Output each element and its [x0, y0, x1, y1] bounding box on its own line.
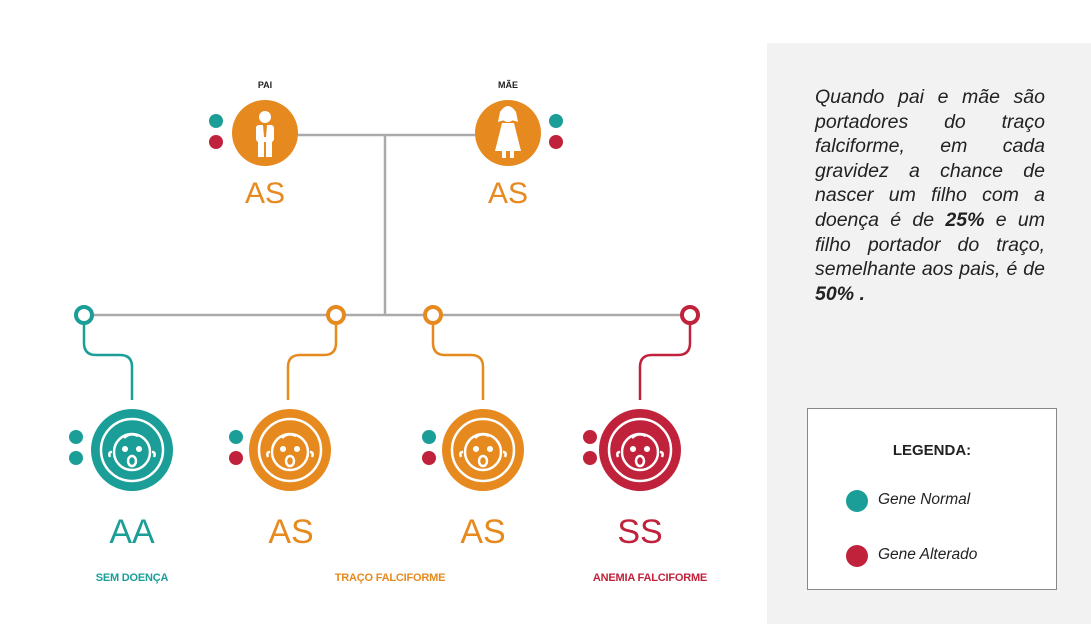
- description-text: Quando pai e mãe são portadores do traço…: [815, 85, 1045, 306]
- father-gene-dot-normal: [209, 114, 223, 128]
- description-part-1: Quando pai e mãe são portadores do traço…: [815, 86, 1045, 231]
- baby-icon: [616, 432, 664, 472]
- child-2-connector: [286, 323, 338, 400]
- child-4-node: [583, 409, 681, 491]
- father-genotype: AS: [244, 177, 286, 210]
- legend-title: LEGENDA:: [892, 442, 972, 459]
- legend-normal-label: Gene Normal: [878, 491, 971, 508]
- node-ring-2: [326, 305, 346, 325]
- child-1-gene-dot-a: [69, 430, 83, 444]
- child-2-node: [229, 409, 331, 491]
- father-node: [209, 100, 298, 166]
- man-icon: [256, 111, 274, 157]
- description-part-2: e um filho portador do traço, semelhante…: [815, 208, 1045, 281]
- baby-icon: [108, 432, 156, 472]
- child-3-connector: [431, 323, 485, 400]
- pedigree-diagram: [69, 100, 700, 491]
- status-disease: ANEMIA FALCIFORME: [592, 572, 708, 584]
- mother-node: [475, 100, 563, 166]
- connector-lines: [82, 133, 692, 400]
- child-4-gene-dot-a: [583, 430, 597, 444]
- child-4-connector: [638, 323, 692, 400]
- baby-icon: [459, 432, 507, 472]
- mother-gene-dot-normal: [549, 114, 563, 128]
- baby-icon: [266, 432, 314, 472]
- child-1-node: [69, 409, 173, 491]
- child-4-genotype: SS: [617, 513, 663, 551]
- child-2-gene-dot-b: [229, 451, 243, 465]
- description-pct-trait: 50%: [815, 282, 855, 305]
- child-2-gene-dot-a: [229, 430, 243, 444]
- node-ring-1: [74, 305, 94, 325]
- legend: LEGENDA: Gene Normal Gene Alterado: [807, 408, 1057, 590]
- description-part-3: .: [854, 282, 865, 305]
- child-3-gene-dot-a: [422, 430, 436, 444]
- father-label: PAI: [257, 80, 273, 90]
- legend-normal-dot: [846, 490, 868, 512]
- node-ring-3: [423, 305, 443, 325]
- child-3-gene-dot-b: [422, 451, 436, 465]
- child-2-genotype: AS: [268, 513, 314, 551]
- node-ring-4: [680, 305, 700, 325]
- status-trait: TRAÇO FALCIFORME: [334, 572, 446, 584]
- mother-gene-dot-altered: [549, 135, 563, 149]
- child-3-genotype: AS: [460, 513, 506, 551]
- child-1-connector: [82, 323, 134, 400]
- child-1-gene-dot-b: [69, 451, 83, 465]
- child-4-gene-dot-b: [583, 451, 597, 465]
- legend-altered-dot: [846, 545, 868, 567]
- child-3-node: [422, 409, 524, 491]
- mother-label: MÃE: [498, 80, 518, 90]
- child-1-genotype: AA: [109, 513, 155, 551]
- father-gene-dot-altered: [209, 135, 223, 149]
- legend-altered-label: Gene Alterado: [878, 546, 978, 563]
- woman-icon: [495, 106, 521, 158]
- status-healthy: SEM DOENÇA: [95, 572, 169, 584]
- mother-genotype: AS: [487, 177, 529, 210]
- description-pct-disease: 25%: [945, 208, 985, 231]
